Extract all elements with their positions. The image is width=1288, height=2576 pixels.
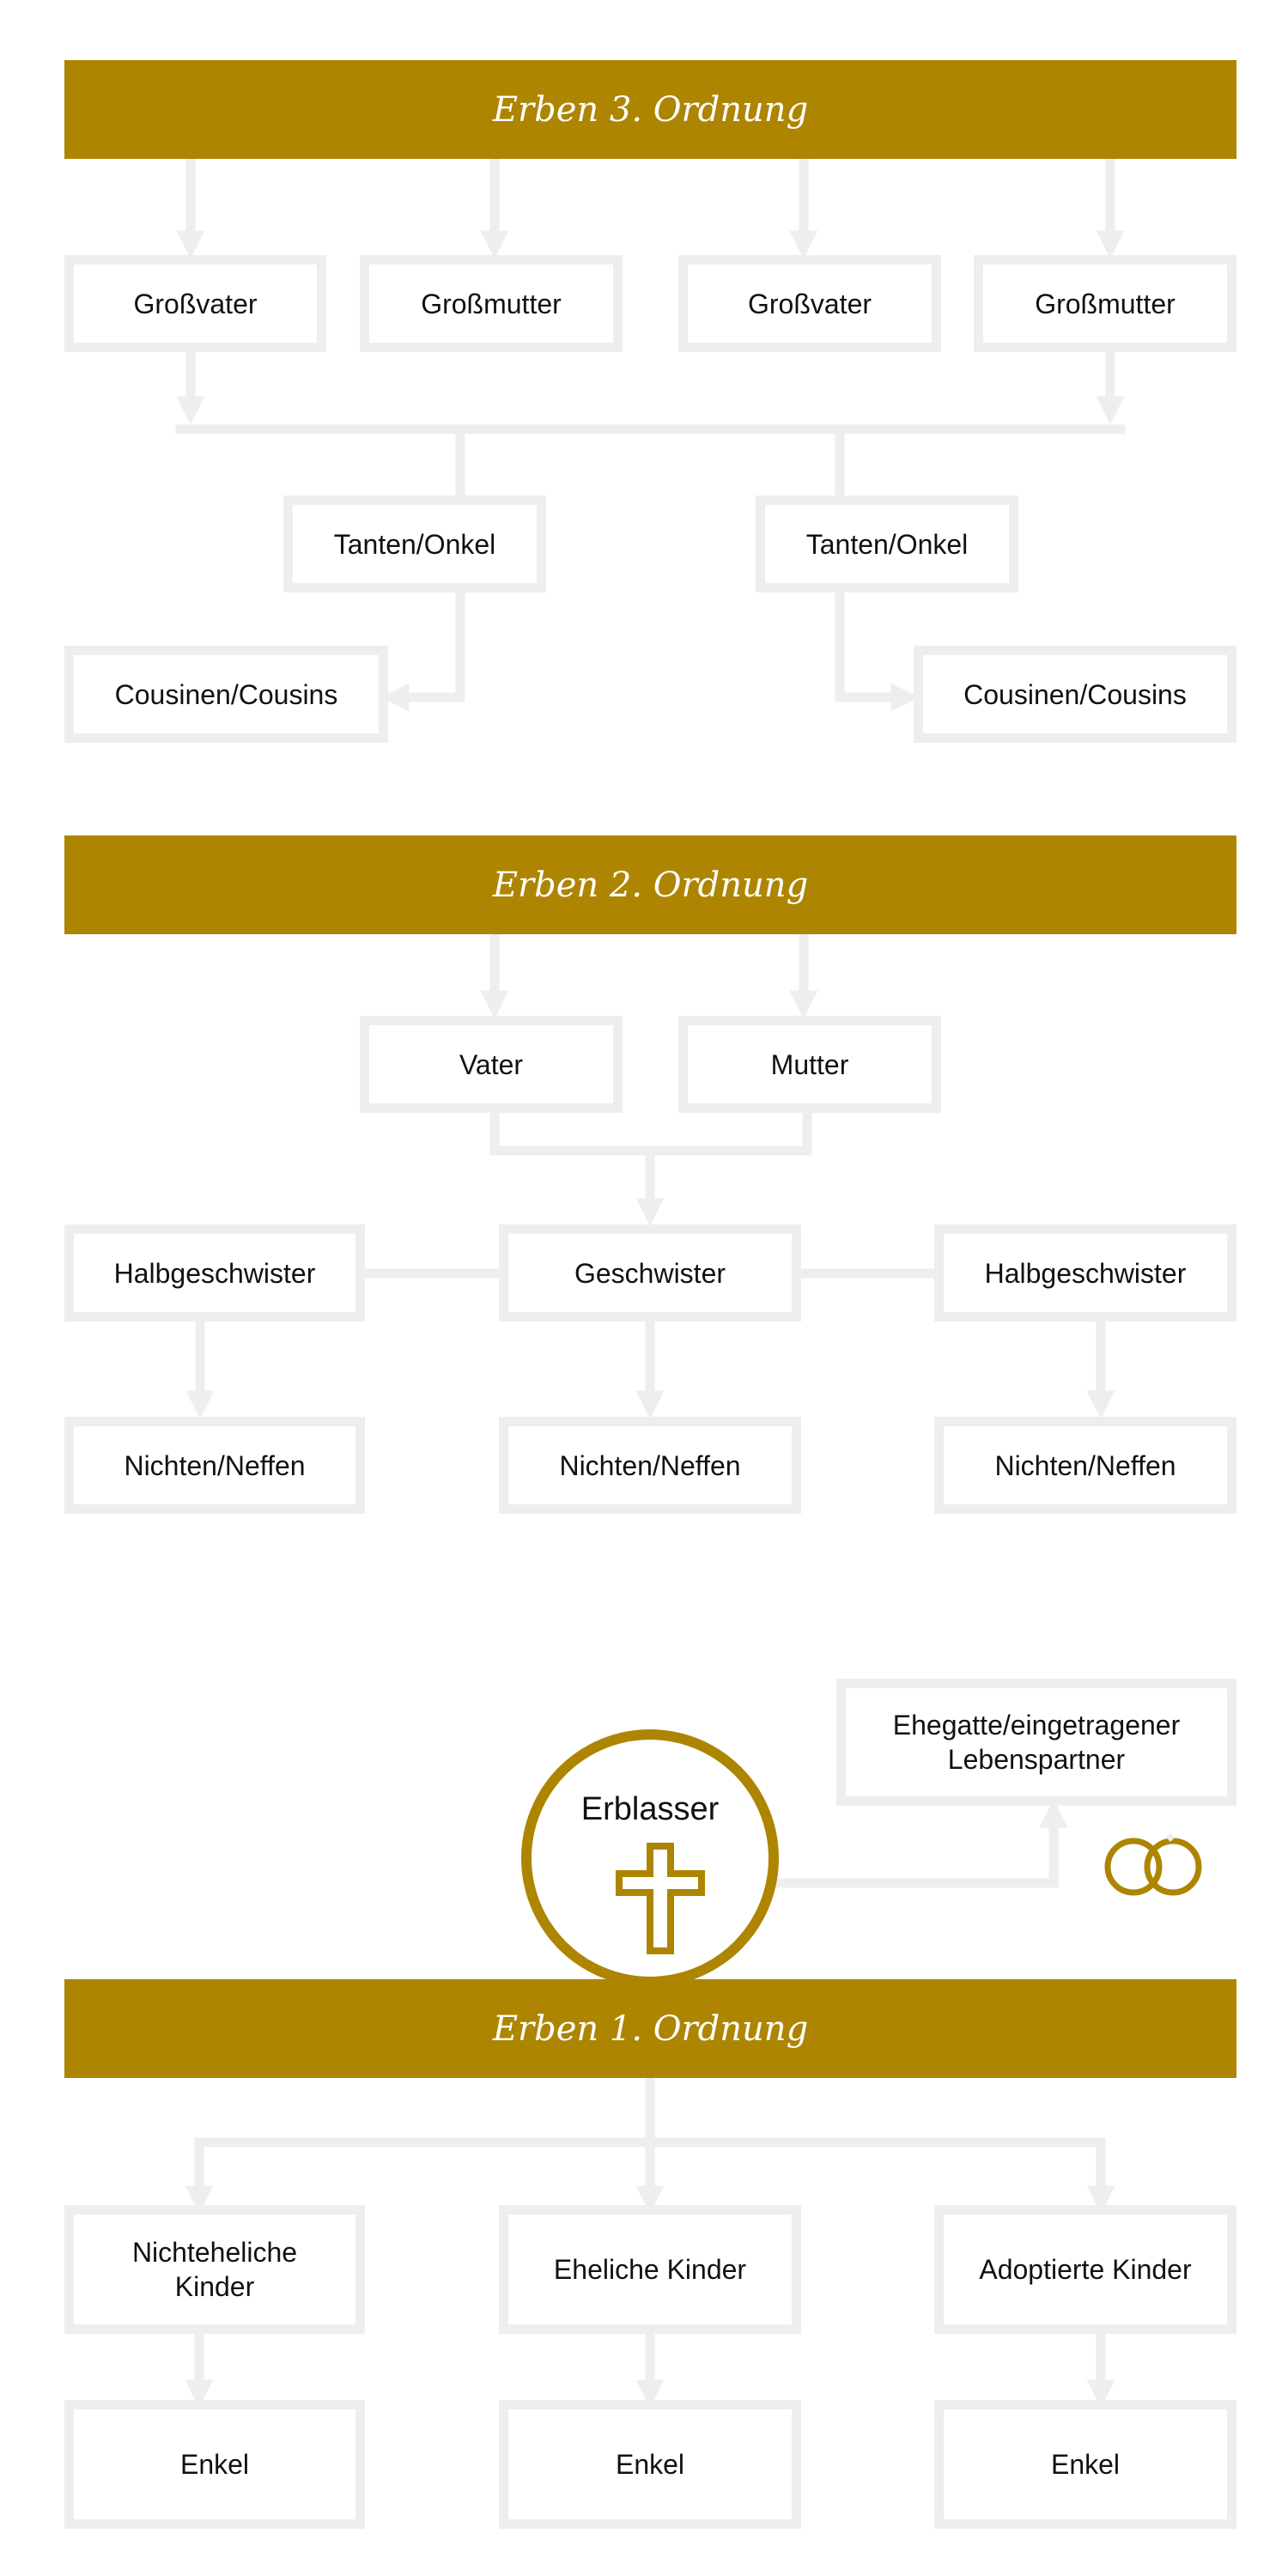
box-nieces-nephews-middle: Nichten/Neffen [499, 1417, 801, 1514]
box-grandchildren-right: Enkel [934, 2400, 1236, 2529]
box-illegitimate-children: Nichteheliche Kinder [64, 2205, 365, 2334]
box-grandchildren-left: Enkel [64, 2400, 365, 2529]
box-spouse: Ehegatte/eingetragener Lebenspartner [836, 1679, 1236, 1806]
box-grandmother-maternal: Großmutter [974, 255, 1236, 352]
wedding-rings-icon [1104, 1832, 1202, 1896]
deceased-label: Erblasser [580, 1791, 720, 1827]
box-father: Vater [360, 1016, 623, 1113]
box-mother: Mutter [678, 1016, 941, 1113]
box-grandfather-paternal: Großvater [64, 255, 326, 352]
box-adopted-children: Adoptierte Kinder [934, 2205, 1236, 2334]
box-half-siblings-left: Halbgeschwister [64, 1224, 365, 1321]
box-nieces-nephews-left: Nichten/Neffen [64, 1417, 365, 1514]
box-aunts-uncles-left: Tanten/Onkel [283, 495, 546, 592]
box-nieces-nephews-right: Nichten/Neffen [934, 1417, 1236, 1514]
banner-erben-2-ordnung: Erben 2. Ordnung [64, 835, 1236, 934]
box-grandchildren-middle: Enkel [499, 2400, 801, 2529]
box-siblings: Geschwister [499, 1224, 801, 1321]
box-grandfather-maternal: Großvater [678, 255, 941, 352]
box-half-siblings-right: Halbgeschwister [934, 1224, 1236, 1321]
box-legitimate-children: Eheliche Kinder [499, 2205, 801, 2334]
box-cousins-right: Cousinen/Cousins [914, 646, 1236, 743]
banner-erben-1-ordnung: Erben 1. Ordnung [64, 1979, 1236, 2078]
cross-icon [616, 1843, 705, 1954]
deceased-circle: Erblasser [521, 1729, 779, 1987]
banner-erben-3-ordnung: Erben 3. Ordnung [64, 60, 1236, 159]
box-cousins-left: Cousinen/Cousins [64, 646, 388, 743]
box-aunts-uncles-right: Tanten/Onkel [756, 495, 1018, 592]
box-grandmother-paternal: Großmutter [360, 255, 623, 352]
